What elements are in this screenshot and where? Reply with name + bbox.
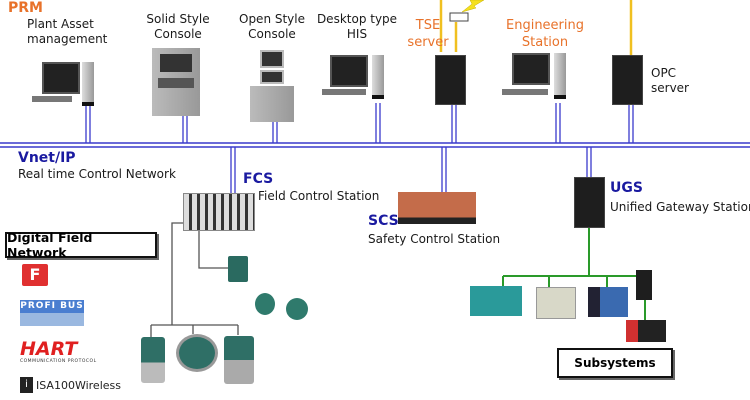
- opc-server-label: OPC server: [651, 66, 689, 95]
- ugs-subsystem-links: [502, 226, 646, 322]
- flowmeter-icon: [224, 336, 254, 384]
- solid-console-icon: [152, 48, 200, 116]
- isa100-wireless-logo: i ISA100Wireless: [20, 377, 121, 393]
- lightning-icon: [461, 0, 485, 13]
- digital-field-network-label: Digital Field Network: [5, 230, 157, 260]
- prm-label: Plant Asset management: [27, 17, 108, 46]
- field-wiring: [150, 222, 239, 338]
- vnet-ip-bus: [0, 142, 750, 148]
- fcs-title: FCS: [243, 171, 274, 187]
- subsystem-plc-teal-icon: [470, 286, 522, 316]
- wireless-transmitter-icon: [255, 293, 275, 315]
- tse-server-label: TSE server: [407, 18, 449, 50]
- opc-server-icon: [612, 55, 643, 105]
- subsystem-plc-gray-icon: [536, 287, 576, 319]
- desktop-his-label: Desktop type HIS: [316, 12, 398, 41]
- ugs-title: UGS: [610, 180, 643, 196]
- vnet-title: Vnet/IP: [18, 150, 76, 166]
- scs-subtitle: Safety Control Station: [368, 232, 501, 246]
- scs-unit-icon: [398, 192, 476, 224]
- foundation-fieldbus-logo: F: [22, 264, 48, 286]
- open-console-label: Open Style Console: [238, 12, 306, 41]
- subsystem-plc-red-icon: [626, 320, 666, 342]
- fcs-subtitle: Field Control Station: [258, 189, 380, 203]
- pressure-transmitter-icon: [141, 337, 165, 383]
- tse-links: [439, 0, 633, 55]
- profibus-logo: PROFI BUS: [20, 300, 84, 326]
- scs-title: SCS: [368, 213, 399, 229]
- subsystem-server-icon: [636, 270, 652, 300]
- hart-logo: HART COMMUNICATION PROTOCOL: [20, 338, 97, 365]
- wireless-gateway-icon: [228, 256, 248, 282]
- solid-console-label: Solid Style Console: [146, 12, 210, 41]
- modem-box: [449, 12, 469, 22]
- desktop-his-icon: [322, 55, 386, 99]
- prm-pc-icon: [32, 62, 100, 106]
- vnet-subtitle: Real time Control Network: [18, 167, 176, 181]
- engineering-station-label: Engineering Station: [506, 18, 584, 50]
- open-console-icon: [250, 50, 294, 122]
- subsystem-plc-blue-icon: [588, 287, 628, 317]
- engineering-pc-icon: [502, 53, 572, 101]
- ugs-server-icon: [574, 177, 605, 228]
- tse-server-icon: [435, 55, 466, 105]
- subsystems-label-box: Subsystems: [557, 348, 673, 378]
- ugs-subtitle: Unified Gateway Station: [610, 200, 750, 214]
- prm-title: PRM: [8, 0, 43, 16]
- wireless-temperature-icon: [286, 298, 308, 320]
- fcs-unit-icon: [183, 193, 255, 231]
- flow-transmitter-icon: [176, 334, 218, 372]
